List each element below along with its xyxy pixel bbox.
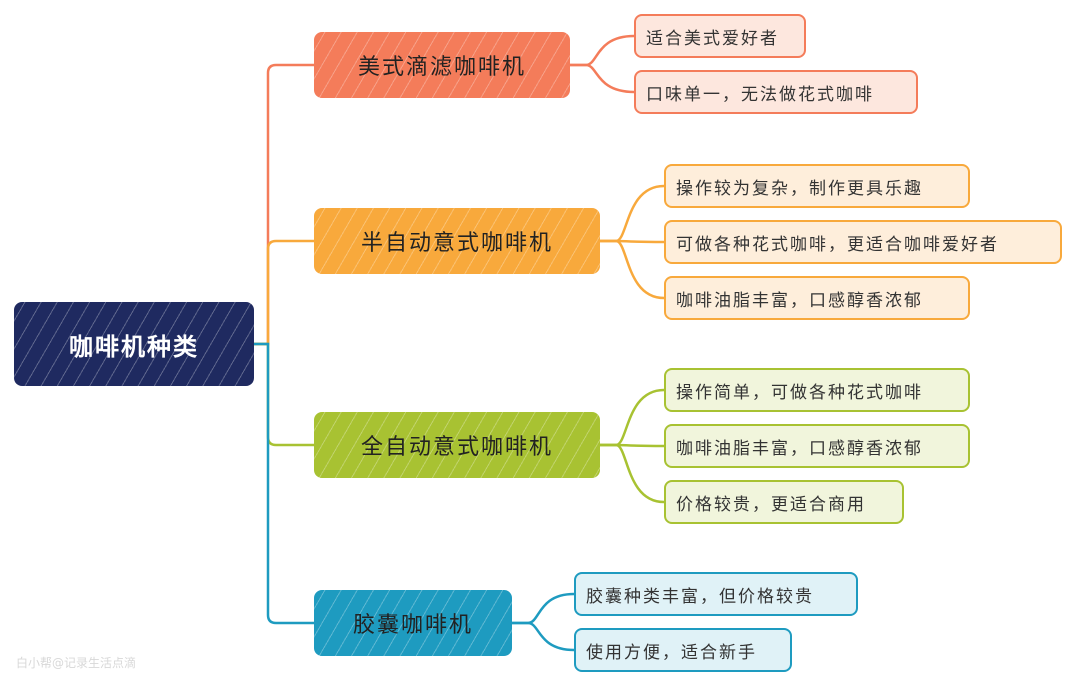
branch-drip-coffee[interactable]: 美式滴滤咖啡机 <box>314 32 570 98</box>
root-node[interactable]: 咖啡机种类 <box>14 302 254 386</box>
leaf-connector <box>570 34 635 67</box>
leaf-node[interactable]: 操作较为复杂，制作更具乐趣 <box>664 164 970 208</box>
leaf-node[interactable]: 价格较贵，更适合商用 <box>664 480 904 524</box>
branch-semi-auto[interactable]: 半自动意式咖啡机 <box>314 208 600 274</box>
branch-full-auto[interactable]: 全自动意式咖啡机 <box>314 412 600 478</box>
leaf-node[interactable]: 可做各种花式咖啡，更适合咖啡爱好者 <box>664 220 1062 264</box>
branch-connector <box>254 63 314 346</box>
branch-connector <box>254 342 314 625</box>
leaf-node[interactable]: 咖啡油脂丰富，口感醇香浓郁 <box>664 424 970 468</box>
leaf-node[interactable]: 咖啡油脂丰富，口感醇香浓郁 <box>664 276 970 320</box>
leaf-node[interactable]: 口味单一，无法做花式咖啡 <box>634 70 918 114</box>
leaf-connector <box>600 239 665 300</box>
branch-connector <box>254 239 314 346</box>
leaf-connector <box>600 184 665 243</box>
leaf-connector <box>600 388 665 447</box>
leaf-connector <box>512 592 575 625</box>
leaf-node[interactable]: 胶囊种类丰富，但价格较贵 <box>574 572 858 616</box>
leaf-connector <box>570 63 635 94</box>
watermark: 白小帮@记录生活点滴 <box>16 656 137 670</box>
branch-connector <box>254 342 314 447</box>
leaf-node[interactable]: 适合美式爱好者 <box>634 14 806 58</box>
leaf-node[interactable]: 使用方便，适合新手 <box>574 628 792 672</box>
branch-capsule[interactable]: 胶囊咖啡机 <box>314 590 512 656</box>
leaf-connector <box>600 443 665 504</box>
leaf-node[interactable]: 操作简单，可做各种花式咖啡 <box>664 368 970 412</box>
leaf-connector <box>512 621 575 652</box>
